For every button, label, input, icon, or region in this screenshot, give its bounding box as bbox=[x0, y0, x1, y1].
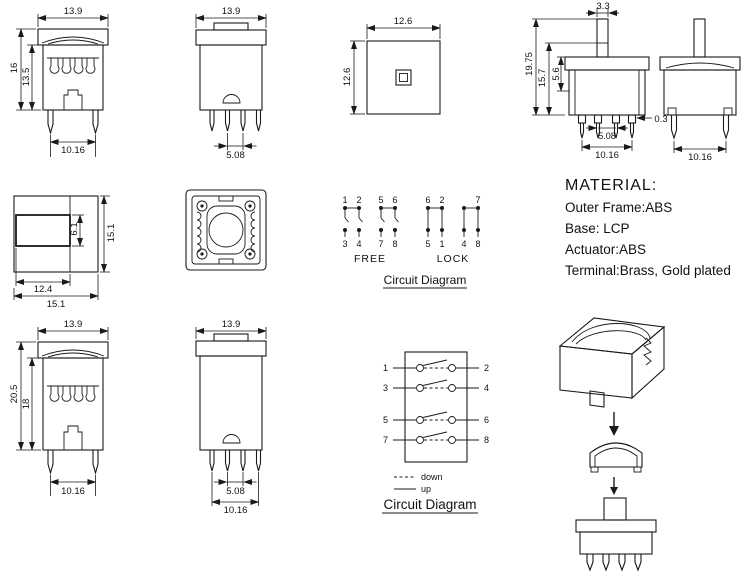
material-section: MATERIAL: Outer Frame:ABS Base: LCP Actu… bbox=[565, 177, 731, 278]
dim-label: 20.5 bbox=[9, 385, 20, 404]
dim-label: 10.16 bbox=[688, 152, 712, 163]
dim-label: 18 bbox=[21, 399, 32, 410]
material-row: Terminal:Brass, Gold plated bbox=[565, 263, 731, 278]
view-front-locking: 13.9 20.5 18 10.16 bbox=[9, 319, 109, 497]
circuit-diagram-up-down: 1 2 3 4 5 6 7 8 down up Circuit Diagram bbox=[382, 351, 489, 514]
dim-label: 13.9 bbox=[64, 319, 83, 330]
pin-number: 3 bbox=[383, 383, 388, 393]
dim-label: 5.08 bbox=[226, 486, 245, 497]
pin-number: 8 bbox=[392, 239, 397, 249]
assembly-arrowhead bbox=[610, 487, 618, 495]
material-row: Outer Frame:ABS bbox=[565, 200, 672, 215]
dim-label: 12.6 bbox=[394, 16, 413, 27]
dim-label: 10.16 bbox=[61, 145, 85, 156]
view-side-tall-actuator: 3.3 19.75 15.7 5.6 0.3 5.08 10.16 bbox=[524, 1, 668, 161]
view-side-locking: 13.9 5.08 10.16 bbox=[195, 319, 267, 516]
dim-label: 0.3 bbox=[654, 114, 667, 125]
pin-number: 7 bbox=[383, 435, 388, 445]
dim-label: 19.75 bbox=[524, 52, 535, 76]
pin-number: 6 bbox=[484, 415, 489, 425]
pin-number: 8 bbox=[484, 435, 489, 445]
pin-number: 4 bbox=[484, 383, 489, 393]
dim-label: 15.7 bbox=[537, 69, 548, 88]
dim-label: 10.16 bbox=[224, 505, 248, 516]
dim-label: 13.9 bbox=[64, 6, 83, 17]
pin-number: 6 bbox=[392, 195, 397, 205]
legend-up-label: up bbox=[421, 484, 431, 494]
pin-number: 1 bbox=[439, 239, 444, 249]
dim-label: 3.3 bbox=[596, 1, 609, 12]
dim-label: 10.16 bbox=[595, 150, 619, 161]
view-front-tall-actuator: 10.16 bbox=[659, 18, 741, 163]
pin-number: 1 bbox=[342, 195, 347, 205]
dim-label: 13.5 bbox=[21, 68, 32, 87]
dim-label: 12.4 bbox=[34, 284, 53, 295]
lock-state-label: LOCK bbox=[437, 253, 470, 265]
dim-label: 15.1 bbox=[47, 299, 66, 310]
assembly-arrowhead bbox=[609, 426, 619, 436]
pin-number: 2 bbox=[439, 195, 444, 205]
pin-number: 1 bbox=[383, 363, 388, 373]
dim-label: 15.1 bbox=[106, 224, 117, 243]
free-state-label: FREE bbox=[354, 253, 386, 265]
view-top-standard: 12.6 12.6 bbox=[342, 16, 441, 115]
pin-number: 7 bbox=[475, 195, 480, 205]
exploded-base bbox=[575, 497, 657, 572]
view-bottom bbox=[185, 189, 267, 271]
dim-label: 5.6 bbox=[551, 67, 562, 80]
dim-label: 5.08 bbox=[226, 150, 245, 161]
pin-number: 5 bbox=[378, 195, 383, 205]
view-frame-section: 6.1 15.1 12.4 15.1 bbox=[13, 195, 117, 310]
dim-label: 13.9 bbox=[222, 6, 241, 17]
material-row: Base: LCP bbox=[565, 221, 630, 236]
pin-number: 5 bbox=[425, 239, 430, 249]
view-side-standard: 13.9 5.08 bbox=[195, 6, 267, 161]
pin-number: 3 bbox=[342, 239, 347, 249]
dim-label: 10.16 bbox=[61, 486, 85, 497]
material-row: Actuator:ABS bbox=[565, 242, 646, 257]
pin-number: 5 bbox=[383, 415, 388, 425]
dim-label: 16 bbox=[9, 63, 20, 74]
pin-number: 2 bbox=[484, 363, 489, 373]
pin-number: 8 bbox=[475, 239, 480, 249]
pin-number: 7 bbox=[378, 239, 383, 249]
exploded-actuator-cap bbox=[589, 442, 643, 473]
view-front-standard: 13.9 16 13.5 10.16 bbox=[9, 6, 109, 157]
pin-number: 4 bbox=[461, 239, 466, 249]
dim-label: 12.6 bbox=[342, 68, 353, 87]
dim-label: 6.1 bbox=[69, 222, 80, 235]
exploded-outer-frame bbox=[558, 317, 666, 408]
exploded-view bbox=[558, 317, 666, 572]
material-title: MATERIAL: bbox=[565, 177, 657, 194]
circuit-caption-2: Circuit Diagram bbox=[383, 497, 476, 512]
dim-label: 5.08 bbox=[598, 131, 616, 141]
pin-number: 2 bbox=[356, 195, 361, 205]
circuit-caption: Circuit Diagram bbox=[384, 273, 467, 287]
pin-number: 6 bbox=[425, 195, 430, 205]
dim-label: 13.9 bbox=[222, 319, 241, 330]
legend-down-label: down bbox=[421, 472, 443, 482]
circuit-diagram-free-lock: 1 2 5 6 3 4 7 8 FREE 6 2 7 bbox=[342, 195, 481, 289]
pin-number: 4 bbox=[356, 239, 361, 249]
